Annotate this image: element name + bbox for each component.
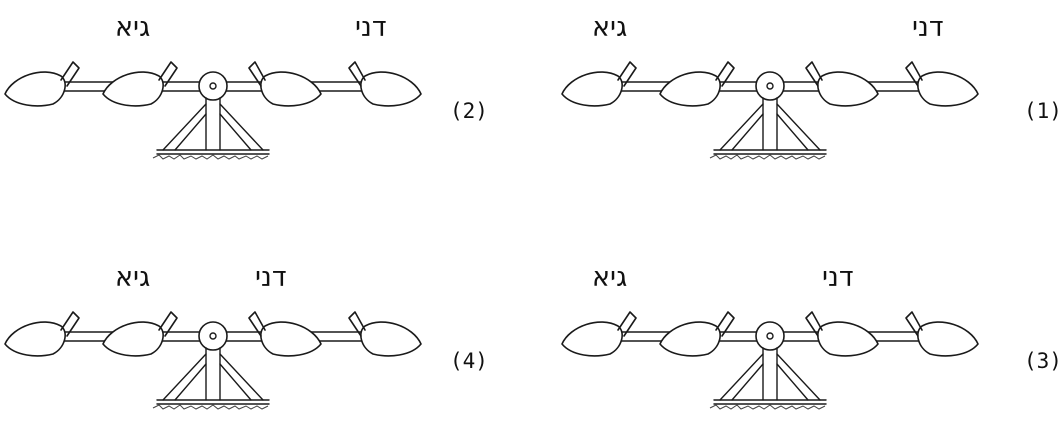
- name-dani: דני: [822, 262, 854, 293]
- panel-number: (3): [1024, 349, 1059, 373]
- name-guy: גיא: [115, 12, 151, 43]
- name-guy: גיא: [592, 12, 628, 43]
- seesaw-panel-3: גיא דני (3): [560, 262, 1059, 422]
- seesaw-illustration: [4, 61, 422, 160]
- seesaw-panel-2: גיא דני (2): [3, 12, 513, 172]
- seesaw-illustration: [561, 61, 979, 160]
- panel-number: (4): [450, 349, 488, 373]
- panel-number: (1): [1024, 99, 1059, 123]
- seesaw-panel-1: גיא דני (1): [560, 12, 1059, 172]
- name-dani: דני: [912, 12, 944, 43]
- panel-number: (2): [450, 99, 488, 123]
- seesaw-illustration: [561, 311, 979, 410]
- name-dani: דני: [355, 12, 387, 43]
- seesaw-illustration: [4, 311, 422, 410]
- name-guy: גיא: [115, 262, 151, 293]
- name-dani: דני: [255, 262, 287, 293]
- name-guy: גיא: [592, 262, 628, 293]
- seesaw-panel-4: גיא דני (4): [3, 262, 513, 422]
